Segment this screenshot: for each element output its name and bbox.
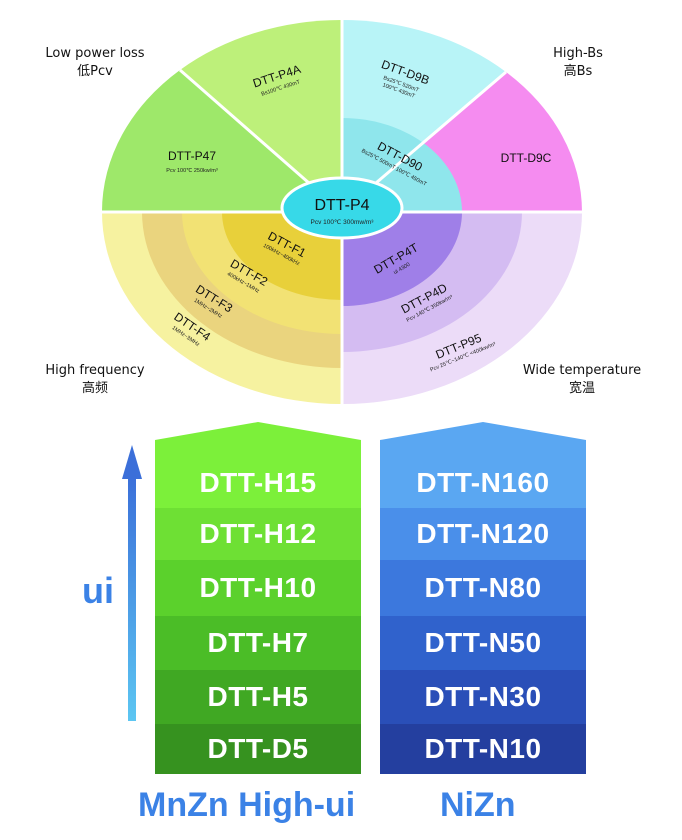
nizn-label: DTT-N160: [416, 467, 550, 498]
p47-name: DTT-P47: [168, 149, 216, 163]
mnzn-label: DTT-H10: [199, 572, 317, 603]
mnzn-cell: DTT-H7: [155, 616, 361, 670]
label-en: High-Bs: [553, 46, 603, 61]
mnzn-cell: DTT-H15: [155, 458, 361, 508]
center-name: DTT-P4: [314, 197, 369, 214]
mnzn-cell: DTT-H5: [155, 670, 361, 724]
nizn-label: DTT-N30: [424, 681, 542, 712]
label-en: Low power loss: [45, 46, 145, 61]
mnzn-cell: DTT-D5: [155, 724, 361, 774]
nizn-cell: DTT-N50: [380, 616, 586, 670]
p47-spec: Pcv 100℃ 250kw/m³: [166, 168, 218, 174]
nizn-cell: DTT-N160: [380, 458, 586, 508]
center-spec: Pcv 100℃ 300mw/m³: [311, 219, 375, 226]
ui-arrow: [122, 445, 142, 721]
nizn-cell: DTT-N10: [380, 724, 586, 774]
mnzn-cell: DTT-H12: [155, 508, 361, 560]
mnzn-cell: DTT-H10: [155, 560, 361, 616]
nizn-cell: DTT-N30: [380, 670, 586, 724]
label-zh: 宽温: [568, 381, 595, 396]
label-low-power-loss: Low power loss 低Pcv: [30, 45, 160, 81]
nizn-cell: DTT-N120: [380, 508, 586, 560]
mnzn-label: DTT-D5: [207, 733, 309, 764]
mnzn-label: DTT-H5: [207, 681, 309, 712]
nizn-roof: [380, 422, 586, 462]
nizn-label: DTT-N80: [424, 572, 542, 603]
label-high-bs: High-Bs 高Bs: [528, 45, 628, 81]
label-zh: 高频: [81, 381, 108, 396]
nizn-label-title: NiZn: [440, 786, 516, 824]
nizn-label: DTT-N50: [424, 627, 542, 658]
label-zh: 低Pcv: [77, 64, 113, 79]
nizn-label: DTT-N10: [424, 733, 542, 764]
ui-axis-label: ui: [82, 570, 114, 611]
label-high-frequency: High frequency 高频: [35, 362, 155, 398]
nizn-label: DTT-N120: [416, 518, 550, 549]
mnzn-label: DTT-H7: [207, 627, 309, 658]
center-p4: [280, 176, 404, 240]
mnzn-label: DTT-H12: [199, 518, 317, 549]
segment-p47: [101, 70, 342, 212]
mnzn-label: DTT-H15: [199, 467, 317, 498]
nizn-cell: DTT-N80: [380, 560, 586, 616]
d9c-name: DTT-D9C: [501, 151, 552, 165]
mnzn-roof: [155, 422, 361, 462]
material-ellipse-diagram: DTT-P4 Pcv 100℃ 300mw/m³ DTT-P4A Bs100℃ …: [101, 19, 582, 404]
label-wide-temperature: Wide temperature 宽温: [512, 362, 652, 398]
label-zh: 高Bs: [563, 64, 593, 79]
segment-p4a: [180, 19, 342, 213]
label-en: Wide temperature: [522, 363, 642, 378]
mnzn-label-title: MnZn High-ui: [138, 786, 356, 824]
label-en: High frequency: [45, 363, 145, 378]
